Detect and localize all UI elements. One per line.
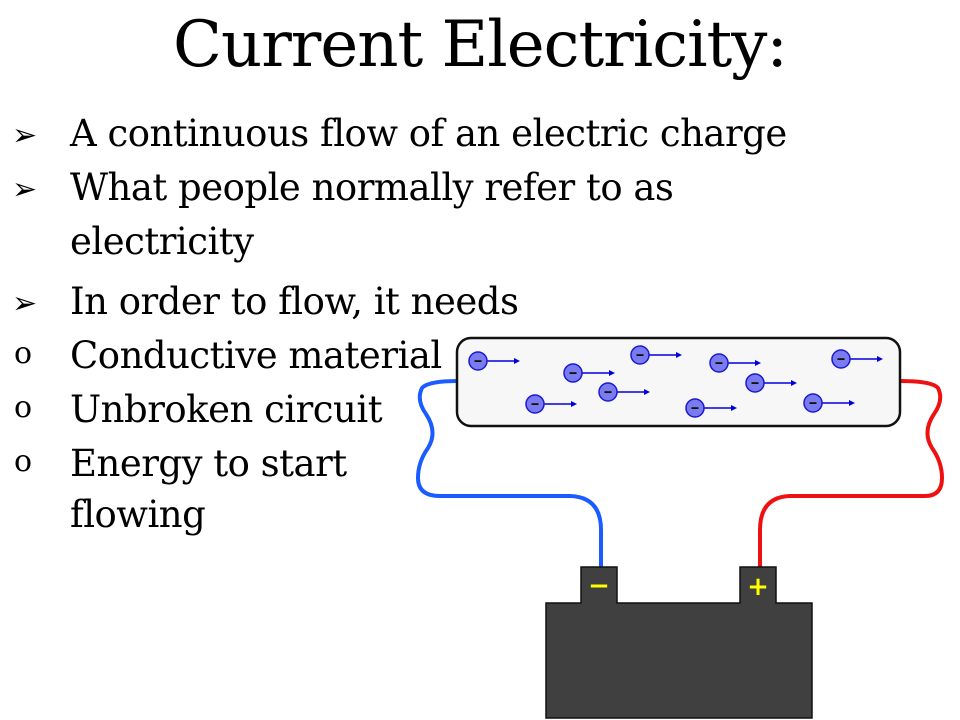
arrow-bullet-icon: ➢ <box>12 286 38 321</box>
circle-bullet-icon: o <box>14 336 33 371</box>
minus-sign-icon <box>604 391 612 393</box>
minus-sign-icon <box>809 402 817 404</box>
positive-wire <box>758 379 945 567</box>
arrowhead-icon <box>791 380 797 386</box>
arrowhead-icon <box>849 400 855 406</box>
bullet-text: In order to flow, it needs <box>70 280 519 323</box>
circle-bullet-icon: o <box>14 444 33 479</box>
minus-sign-icon <box>531 403 539 405</box>
conductor <box>455 336 902 428</box>
arrow-bullet-icon: ➢ <box>12 172 38 207</box>
bullet-text: A continuous flow of an electric charge <box>70 112 787 155</box>
electron <box>685 398 737 418</box>
electron <box>630 345 682 365</box>
sub-bullet-text: Unbroken circuit <box>70 388 383 431</box>
negative-wire <box>415 379 603 567</box>
slide-title: Current Electricity: <box>173 8 788 82</box>
arrowhead-icon <box>514 358 520 364</box>
electron <box>803 393 855 413</box>
minus-sign-icon <box>751 382 759 384</box>
electron <box>525 394 577 414</box>
electron <box>598 382 650 402</box>
positive-terminal-label: + <box>747 572 769 602</box>
circle-bullet-icon: o <box>14 390 33 425</box>
minus-sign-icon <box>636 354 644 356</box>
electron <box>468 351 520 371</box>
sub-bullet-text: Conductive material <box>70 334 442 377</box>
battery <box>545 566 813 719</box>
arrow-bullet-icon: ➢ <box>12 118 38 153</box>
minus-sign-icon <box>569 372 577 374</box>
minus-sign-icon <box>715 362 723 364</box>
minus-sign-icon <box>691 407 699 409</box>
arrowhead-icon <box>571 401 577 407</box>
electron <box>745 373 797 393</box>
minus-sign-icon <box>474 360 482 362</box>
electron <box>563 363 615 383</box>
arrowhead-icon <box>755 360 761 366</box>
negative-terminal-label: − <box>588 571 610 601</box>
bullet-text: electricity <box>70 220 254 263</box>
arrowhead-icon <box>877 356 883 362</box>
electron <box>709 353 761 373</box>
arrowhead-icon <box>644 389 650 395</box>
arrowhead-icon <box>676 352 682 358</box>
bullet-text: What people normally refer to as <box>70 166 674 209</box>
minus-sign-icon <box>837 358 845 360</box>
sub-bullet-text: flowing <box>70 493 206 536</box>
electron <box>831 349 883 369</box>
arrowhead-icon <box>609 370 615 376</box>
arrowhead-icon <box>731 405 737 411</box>
sub-bullet-text: Energy to start <box>70 442 347 485</box>
